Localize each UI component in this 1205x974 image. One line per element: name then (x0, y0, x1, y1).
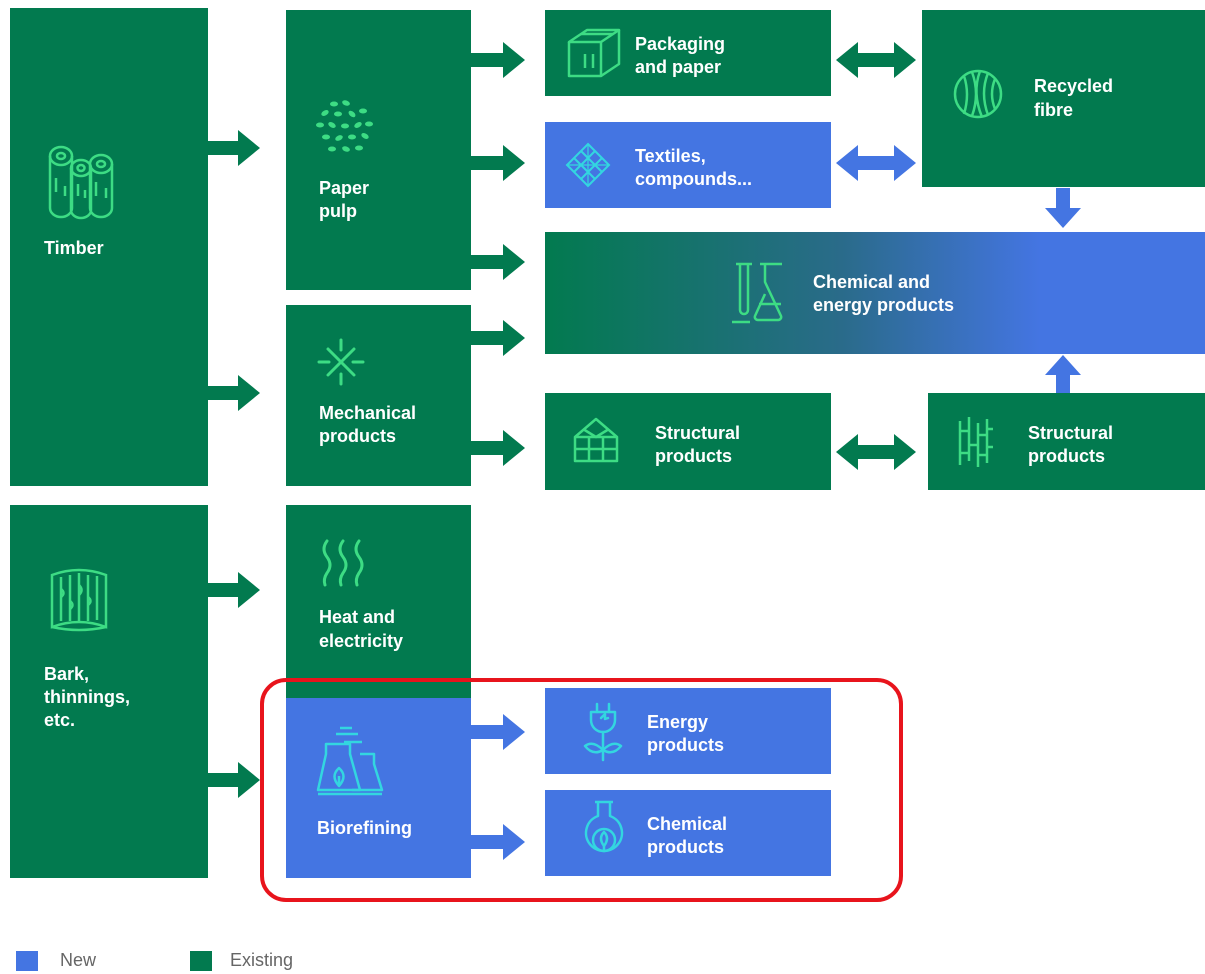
paper-pulp-node: Paper pulp (286, 10, 471, 290)
biorefinery-icon (316, 726, 384, 796)
pulp-granules-icon (316, 100, 373, 152)
plant-plug-icon (583, 702, 623, 762)
arrow-timber-to-mechanical (208, 375, 260, 411)
textiles-compounds-node: Textiles, compounds... (545, 122, 831, 208)
arrow-recycled-down (1045, 188, 1081, 228)
mechanical-label-line1: Mechanical (319, 403, 417, 423)
packaging-paper-node: Packaging and paper (545, 10, 831, 96)
bark-label-line2: thinnings, (44, 687, 130, 707)
arrow-pulp-to-packaging (471, 42, 525, 78)
timber-node: Timber (10, 8, 208, 486)
arrow-biorefining-to-energy (471, 714, 525, 750)
chemical-energy-label-line1: Chemical and (813, 272, 931, 292)
energy-products-label-line2: products (647, 735, 725, 755)
chemical-products-node: Chemical products (545, 790, 831, 876)
bark-label-line1: Bark, (44, 664, 90, 684)
new-biorefining-highlight (260, 678, 903, 902)
structural-right-label-line2: products (1028, 446, 1106, 466)
chemical-energy-label-line2: energy products (813, 295, 955, 315)
arrow-biorefining-to-chemical (471, 824, 525, 860)
energy-products-node: Energy products (545, 688, 831, 774)
arrow-pulp-to-textiles (471, 145, 525, 181)
textiles-label-line2: compounds... (635, 169, 752, 189)
arrow-timber-to-pulp (208, 130, 260, 166)
bark-icon (50, 568, 108, 632)
wood-panels-icon (958, 417, 993, 467)
packaging-label-line1: Packaging (635, 34, 726, 54)
structural-products-left-node: Structural products (545, 393, 831, 490)
arrow-mechanical-to-chemical-energy (471, 320, 525, 356)
bark-node: Bark, thinnings, etc. (10, 505, 208, 878)
mesh-icon (565, 142, 611, 188)
biorefining-label: Biorefining (317, 818, 412, 838)
arrow-bark-to-heat (208, 572, 260, 608)
logs-icon (48, 145, 114, 220)
mechanical-label-line2: products (319, 426, 397, 446)
timber-label: Timber (44, 238, 104, 258)
double-arrow-structural (836, 434, 916, 470)
structural-left-label-line2: products (655, 446, 733, 466)
recycled-label-line2: fibre (1034, 100, 1074, 120)
structural-left-label-line1: Structural (655, 423, 741, 443)
arrow-bark-to-biorefining (208, 762, 260, 798)
structural-products-right-node: Structural products (928, 393, 1205, 490)
paper-pulp-label-line1: Paper (319, 178, 370, 198)
structural-right-label-line1: Structural (1028, 423, 1114, 443)
paper-pulp-label-line2: pulp (319, 201, 357, 221)
chemical-products-label-line2: products (647, 837, 725, 857)
legend-new-swatch (16, 951, 38, 971)
box-icon (567, 28, 621, 78)
arrow-structural-up (1045, 355, 1081, 393)
heat-electricity-node: Heat and electricity (286, 505, 471, 705)
bark-label-line3: etc. (44, 710, 76, 730)
arrow-mechanical-to-structural (471, 430, 525, 466)
arrow-pulp-to-chemical-energy (471, 244, 525, 280)
heat-waves-icon (322, 539, 364, 587)
lab-flasks-icon (732, 262, 783, 324)
biorefining-node: Biorefining (286, 698, 471, 878)
chemical-products-label-line1: Chemical (647, 814, 728, 834)
legend-existing-swatch (190, 951, 212, 971)
packaging-label-line2: and paper (635, 57, 722, 77)
chemical-energy-products-node: Chemical and energy products (545, 232, 1205, 354)
greenhouse-icon (573, 417, 619, 463)
recycled-label-line1: Recycled (1034, 76, 1114, 96)
sparkle-icon (317, 338, 365, 386)
double-arrow-textiles-recycled (836, 145, 916, 181)
heat-label-line1: Heat and (319, 607, 396, 627)
recycled-fibre-node: Recycled fibre (922, 10, 1205, 187)
energy-products-label-line1: Energy (647, 712, 709, 732)
legend-new-label: New (60, 950, 97, 970)
fibre-ball-icon (953, 69, 1003, 119)
flask-leaf-icon (584, 800, 624, 853)
heat-label-line2: electricity (319, 631, 404, 651)
double-arrow-packaging-recycled (836, 42, 916, 78)
textiles-label-line1: Textiles, (635, 146, 706, 166)
legend-existing-label: Existing (230, 950, 294, 970)
mechanical-products-node: Mechanical products (286, 305, 471, 486)
